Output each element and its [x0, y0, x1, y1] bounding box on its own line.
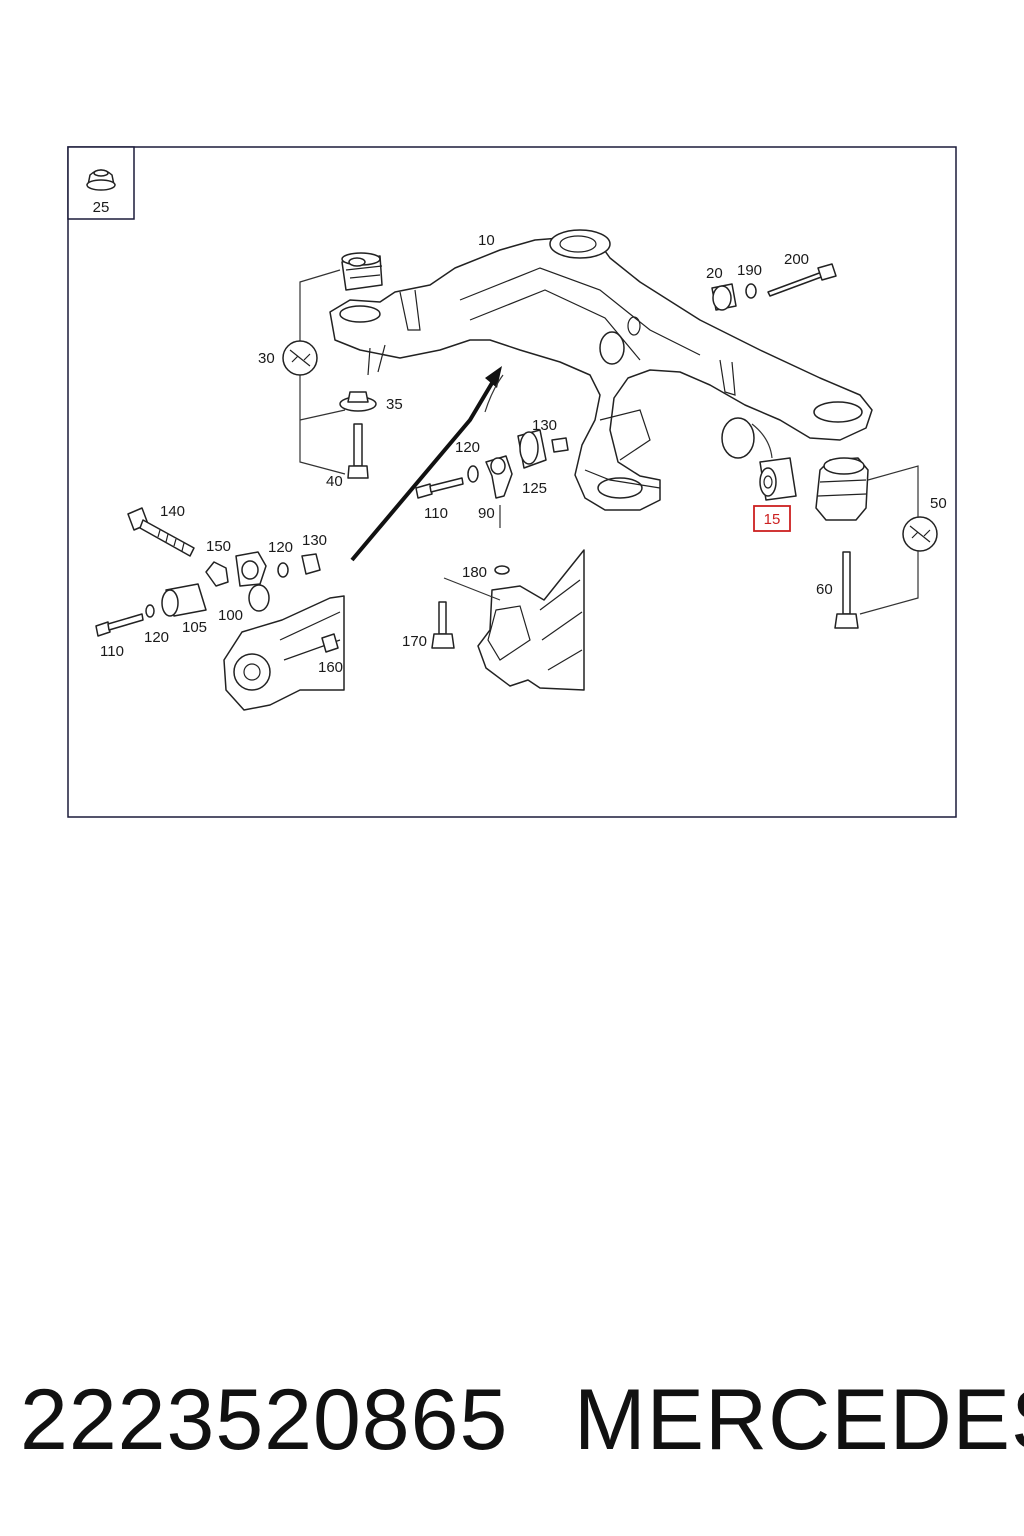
- left-parts-group: 140 150 120 130 100 105 110 120 160: [95, 503, 345, 711]
- diff-bracket-group: 180 170: [402, 549, 585, 691]
- label-120-mid: 120: [455, 439, 480, 456]
- label-110-left: 110: [100, 643, 124, 660]
- label-170: 170: [402, 633, 427, 650]
- mount-50-assembly: 50 60: [815, 457, 947, 629]
- highlight-box-15: [753, 505, 791, 532]
- diagram-frame: [67, 146, 957, 818]
- label-200: 200: [784, 251, 809, 268]
- label-190: 190: [737, 262, 762, 279]
- label-180: 180: [462, 564, 487, 581]
- bushing-30-assembly: 30 35 40: [258, 252, 403, 490]
- rear-subframe: 10: [329, 229, 873, 511]
- label-150: 150: [206, 538, 231, 555]
- footer: 2223520865 MERCEDES: [0, 1370, 1024, 1470]
- label-30: 30: [258, 350, 275, 367]
- direction-arrow: [350, 376, 497, 562]
- bushing-15-group: 15: [721, 417, 797, 532]
- label-160: 160: [318, 659, 343, 676]
- label-15: 15: [764, 511, 781, 528]
- label-20: 20: [706, 265, 723, 282]
- label-25-inset: 25: [93, 199, 110, 216]
- label-35: 35: [386, 396, 403, 413]
- inset-box: 25: [67, 146, 135, 220]
- brand-name: MERCEDES: [574, 1372, 1024, 1468]
- label-50: 50: [930, 495, 947, 512]
- bushing-20-group: 20 190 200: [706, 251, 837, 311]
- label-120-left-bottom: 120: [144, 629, 169, 646]
- label-120-left-top: 120: [268, 539, 293, 556]
- label-105: 105: [182, 619, 207, 636]
- label-10: 10: [478, 232, 495, 249]
- label-130-left: 130: [302, 532, 327, 549]
- label-60: 60: [816, 581, 833, 598]
- part-number: 2223520865: [20, 1372, 509, 1468]
- label-125: 125: [522, 480, 547, 497]
- label-140: 140: [160, 503, 185, 520]
- label-130-mid: 130: [532, 417, 557, 434]
- bracket-90-group: 110 120 90 125 130: [415, 417, 569, 528]
- label-90: 90: [478, 505, 495, 522]
- label-40: 40: [326, 473, 343, 490]
- label-100: 100: [218, 607, 243, 624]
- label-110-mid: 110: [424, 505, 448, 522]
